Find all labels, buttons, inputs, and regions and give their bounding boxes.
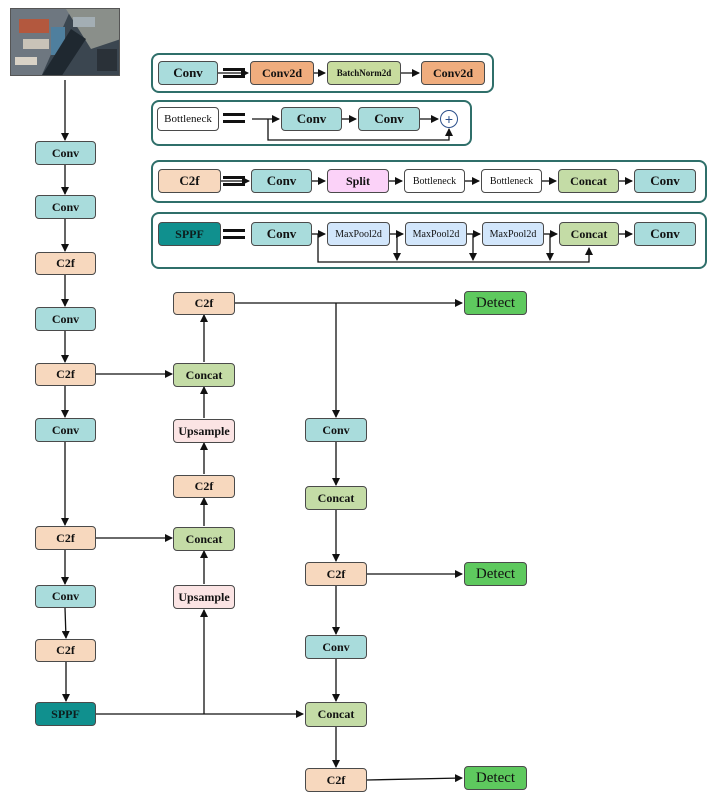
neck-concat-1: Concat — [173, 363, 235, 387]
legend-maxpool2d-1: MaxPool2d — [327, 222, 390, 246]
legend-conv2d: Conv2d — [250, 61, 314, 85]
backbone-c2f-3: C2f — [35, 526, 96, 550]
legend-c2f-bottleneck-1: Bottleneck — [404, 169, 465, 193]
backbone-c2f-2: C2f — [35, 363, 96, 386]
detect-head-3: Detect — [464, 766, 527, 790]
legend-bottleneck-conv-1: Conv — [281, 107, 342, 131]
legend-batchnorm2d: BatchNorm2d — [327, 61, 401, 85]
legend-c2f-conv-1: Conv — [251, 169, 312, 193]
input-satellite-image — [10, 8, 120, 76]
add-icon: + — [440, 110, 458, 128]
arrow — [366, 774, 463, 783]
legend-bottleneck: Bottleneck — [157, 107, 219, 131]
arrow — [61, 607, 70, 639]
equals-sign — [223, 113, 245, 123]
legend-maxpool2d-2: MaxPool2d — [405, 222, 467, 246]
legend-sppf: SPPF — [158, 222, 221, 246]
legend-c2f-bottleneck-2: Bottleneck — [481, 169, 542, 193]
head-c2f-2: C2f — [305, 768, 367, 792]
neck-c2f-mid: C2f — [173, 475, 235, 498]
head-conv-2: Conv — [305, 635, 367, 659]
equals-sign — [223, 229, 245, 239]
backbone-sppf: SPPF — [35, 702, 96, 726]
legend-c2f-concat: Concat — [558, 169, 619, 193]
detect-head-1: Detect — [464, 291, 527, 315]
legend-c2f-split: Split — [327, 169, 389, 193]
backbone-c2f-1: C2f — [35, 252, 96, 275]
legend-conv: Conv — [158, 61, 218, 85]
neck-c2f-top: C2f — [173, 292, 235, 315]
legend-bottleneck-conv-2: Conv — [358, 107, 420, 131]
neck-upsample-2: Upsample — [173, 585, 235, 609]
legend-sppf-concat: Concat — [559, 222, 619, 246]
legend-maxpool2d-3: MaxPool2d — [482, 222, 544, 246]
legend-conv-panel — [151, 53, 494, 93]
neck-concat-2: Concat — [173, 527, 235, 551]
legend-c2f-panel — [151, 160, 707, 203]
legend-sppf-panel — [151, 212, 707, 269]
legend-sppf-conv-1: Conv — [251, 222, 312, 246]
backbone-conv-3: Conv — [35, 307, 96, 331]
equals-sign — [223, 176, 245, 186]
legend-c2f: C2f — [158, 169, 221, 193]
backbone-conv-4: Conv — [35, 418, 96, 442]
detect-head-2: Detect — [464, 562, 527, 586]
equals-sign — [223, 68, 245, 78]
backbone-c2f-4: C2f — [35, 639, 96, 662]
head-c2f-1: C2f — [305, 562, 367, 586]
arrow — [317, 234, 593, 263]
backbone-conv-5: Conv — [35, 585, 96, 608]
legend-sppf-conv-2: Conv — [634, 222, 696, 246]
legend-conv2d-2: Conv2d — [421, 61, 485, 85]
head-concat-1: Concat — [305, 486, 367, 510]
legend-c2f-conv-2: Conv — [634, 169, 696, 193]
arrow — [267, 119, 453, 141]
backbone-conv-2: Conv — [35, 195, 96, 219]
head-conv-1: Conv — [305, 418, 367, 442]
legend-bottleneck-panel — [151, 100, 472, 146]
head-concat-2: Concat — [305, 702, 367, 727]
backbone-conv-1: Conv — [35, 141, 96, 165]
neck-upsample-1: Upsample — [173, 419, 235, 443]
